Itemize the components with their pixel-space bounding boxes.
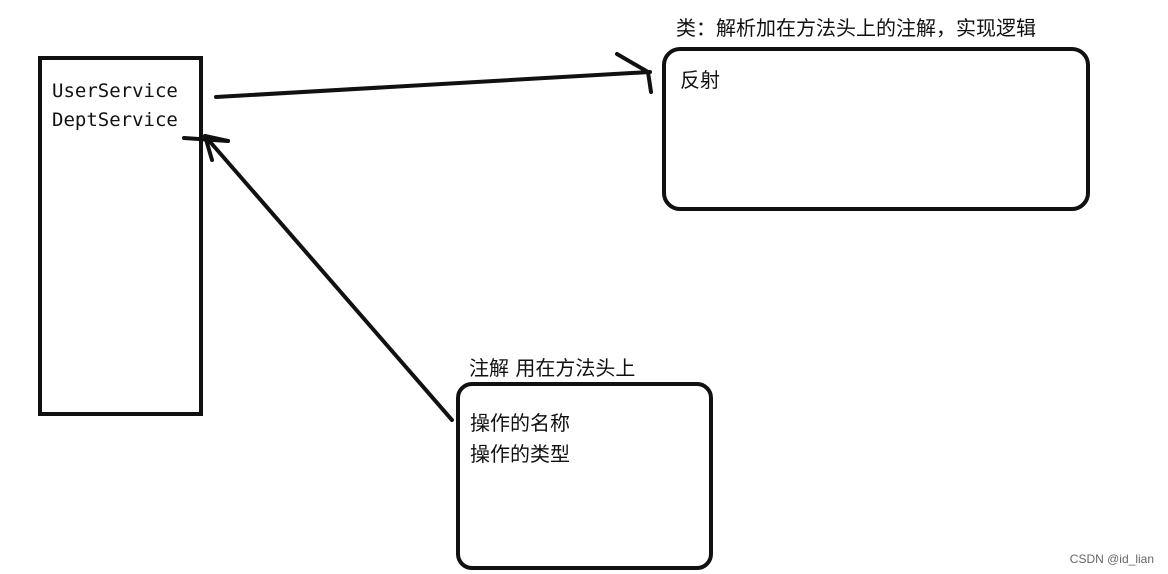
arrow-from-annotation-line [203,134,454,422]
dept-service-label: DeptService [52,109,178,131]
operation-type-label: 操作的类型 [470,442,570,466]
reflect-box-title: 类：解析加在方法头上的注解，实现逻辑 [676,16,1036,40]
reflect-label: 反射 [680,68,720,92]
arrow-to-reflect-head [615,52,653,94]
annotation-box [456,382,713,570]
watermark-text: CSDN @id_lian [1069,552,1154,566]
user-service-label: UserService [52,80,178,102]
reflect-box [662,47,1090,211]
arrow-to-reflect [214,52,653,99]
annotation-box-title: 注解 用在方法头上 [469,356,636,380]
arrow-to-reflect-line [214,70,652,99]
services-box [38,56,203,416]
arrow-from-annotation [182,134,454,422]
operation-name-label: 操作的名称 [470,411,570,435]
arrow-from-annotation-tick [182,136,230,143]
